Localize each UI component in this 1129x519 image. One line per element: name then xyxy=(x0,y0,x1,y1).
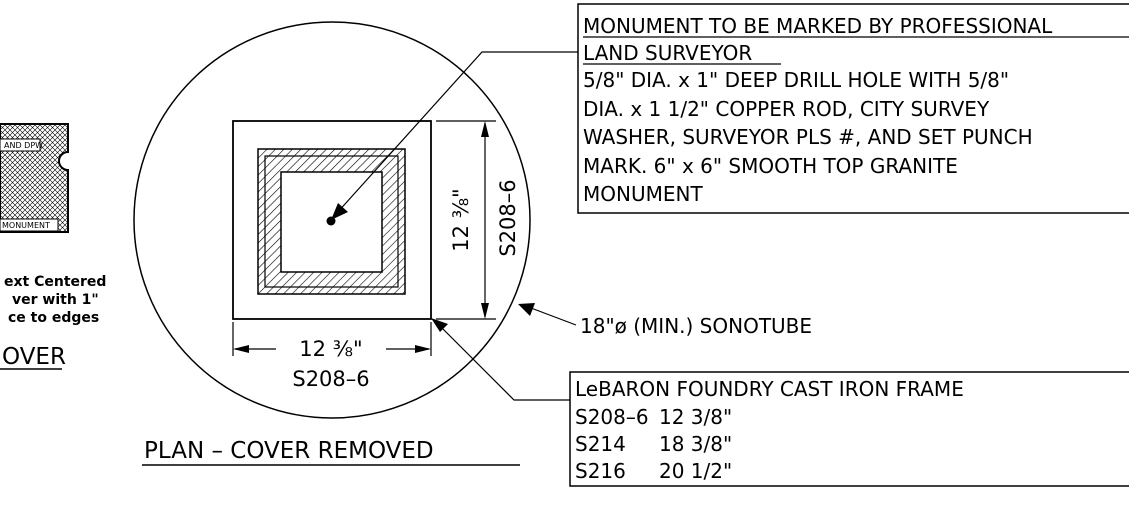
cover-label-box-top xyxy=(0,138,41,152)
monument-note: MONUMENT TO BE MARKED BY PROFESSIONAL LA… xyxy=(577,3,1129,214)
sonotube-leader-line xyxy=(530,307,577,326)
cover-label-box-bottom xyxy=(0,218,59,232)
frame-table-size-2: 18 3/8" xyxy=(659,432,732,456)
frame-table-size-3: 20 1/2" xyxy=(659,459,732,483)
sonotube-circle xyxy=(133,21,531,419)
height-dimension-label: 12 ⅜" xyxy=(449,188,473,251)
monument-note-line-6: MARK. 6" x 6" SMOOTH TOP GRANITE xyxy=(583,154,958,178)
monument-note-line-1: MONUMENT TO BE MARKED BY PROFESSIONAL xyxy=(583,14,1053,38)
frame-hatch-inner-edge xyxy=(264,155,399,288)
monument-leader-arrow xyxy=(331,203,348,220)
sonotube-label: 18"ø (MIN.) SONOTUBE xyxy=(580,314,812,338)
sonotube-leader-arrow xyxy=(518,303,535,316)
monument-leader-line xyxy=(335,51,578,215)
frame-table-size-1: 12 3/8" xyxy=(659,405,732,429)
monument-note-line-4: DIA. x 1 1/2" COPPER ROD, CITY SURVEY xyxy=(583,97,990,121)
frame-table-code-3: S216 xyxy=(575,459,626,483)
frame-outer xyxy=(232,120,432,320)
frame-table-box xyxy=(569,371,1129,487)
width-code-label: S208–6 xyxy=(292,367,369,391)
plan-title: PLAN – COVER REMOVED xyxy=(144,438,434,464)
frame-plan xyxy=(232,120,432,320)
frame-table-code-1: S208–6 xyxy=(575,405,649,429)
frame-leader-line xyxy=(441,327,570,401)
height-code-label: S208–6 xyxy=(496,179,520,256)
cover-detail: AND DPW MONUMENT ext Centered ver with 1… xyxy=(0,123,106,370)
cover-note-line-1: ext Centered xyxy=(4,274,106,290)
monument-note-line-3: 5/8" DIA. x 1" DEEP DRILL HOLE WITH 5/8" xyxy=(583,68,1009,92)
monument-note-box xyxy=(577,3,1129,214)
frame-table: LeBARON FOUNDRY CAST IRON FRAME S208–6 1… xyxy=(569,371,1129,487)
frame-table-title: LeBARON FOUNDRY CAST IRON FRAME xyxy=(575,377,964,401)
cover-title-fragment: OVER xyxy=(2,344,66,370)
cover-label-bottom: MONUMENT xyxy=(2,221,50,230)
width-dimension-label: 12 ⅜" xyxy=(299,337,362,361)
frame-leader-arrow xyxy=(431,318,448,332)
height-dimension: 12 ⅜" S208–6 xyxy=(436,120,520,320)
monument-note-line-2: LAND SURVEYOR xyxy=(583,41,752,65)
frame-table-code-2: S214 xyxy=(575,432,626,456)
frame-hatched-ring xyxy=(257,148,406,295)
cover-label-top: AND DPW xyxy=(4,141,43,150)
monument-note-line-7: MONUMENT xyxy=(583,182,703,206)
cover-note-line-2: ver with 1" xyxy=(12,292,99,308)
monument-note-line-5: WASHER, SURVEYOR PLS #, AND SET PUNCH xyxy=(583,125,1033,149)
width-dimension: 12 ⅜" S208–6 xyxy=(232,322,432,391)
cover-note-line-3: ce to edges xyxy=(8,310,99,326)
